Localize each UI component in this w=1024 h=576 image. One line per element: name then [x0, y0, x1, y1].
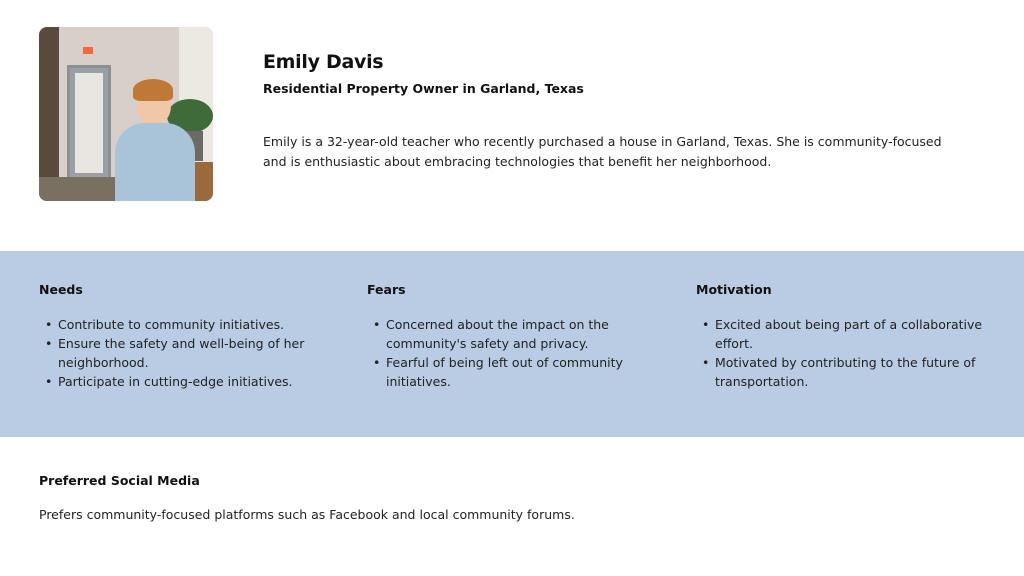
persona-role: Residential Property Owner in Garland, T…: [263, 81, 584, 96]
list-item: Ensure the safety and well-being of her …: [39, 334, 329, 372]
list-item: Participate in cutting-edge initiatives.: [39, 372, 339, 391]
motivation-heading: Motivation: [696, 282, 772, 297]
list-item: Concerned about the impact on the commun…: [367, 315, 637, 353]
social-heading: Preferred Social Media: [39, 473, 200, 488]
list-item: Excited about being part of a collaborat…: [696, 315, 996, 353]
persona-bio: Emily is a 32-year-old teacher who recen…: [263, 134, 942, 169]
needs-heading: Needs: [39, 282, 83, 297]
needs-section: Needs Contribute to community initiative…: [39, 282, 339, 391]
motivation-section: Motivation Excited about being part of a…: [696, 282, 996, 391]
social-text: Prefers community-focused platforms such…: [39, 507, 575, 522]
list-item: Fearful of being left out of community i…: [367, 353, 647, 391]
persona-photo: [39, 27, 213, 201]
fears-heading: Fears: [367, 282, 406, 297]
list-item: Motivated by contributing to the future …: [696, 353, 996, 391]
list-item: Contribute to community initiatives.: [39, 315, 339, 334]
persona-name: Emily Davis: [263, 51, 384, 73]
fears-section: Fears Concerned about the impact on the …: [367, 282, 657, 391]
